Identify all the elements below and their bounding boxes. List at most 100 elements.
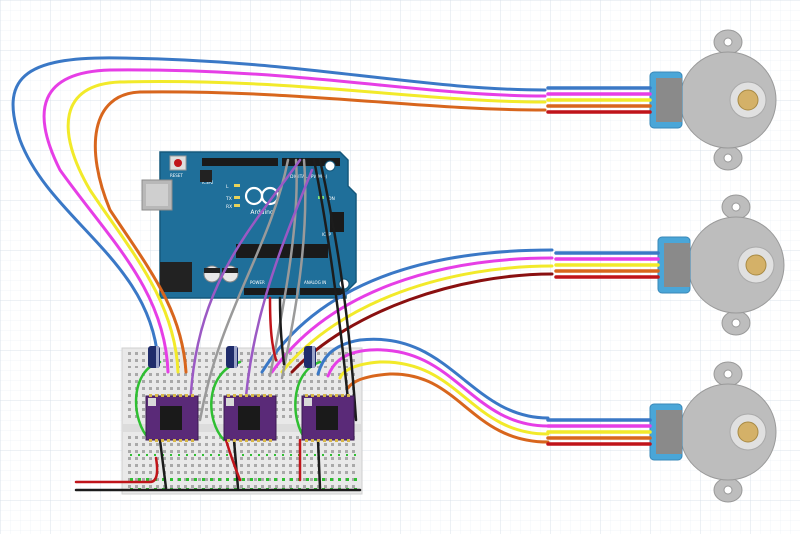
stepper-motor [649, 29, 777, 171]
driver-pin [317, 394, 320, 397]
driver-pin [347, 394, 350, 397]
wire-pink [42, 68, 547, 374]
rail-hole [218, 454, 220, 456]
driver-pin [329, 439, 332, 442]
reset-label: RESET [170, 173, 183, 178]
driver-pin [173, 439, 176, 442]
wire-darkred [290, 272, 554, 374]
wire-yellow [66, 80, 547, 374]
rail-hole [338, 454, 340, 456]
driver-pin [239, 394, 242, 397]
rail-hole [314, 454, 316, 456]
wire-blue [260, 248, 554, 374]
wire-yellow [280, 264, 554, 374]
driver-pin [269, 439, 272, 442]
motor-connector-housing [656, 78, 682, 122]
driver-pin [179, 394, 182, 397]
rail-hole [226, 454, 228, 456]
on-label: ON [328, 196, 335, 202]
driver-pot [226, 398, 234, 406]
mounting-hole [731, 318, 741, 328]
rail-hole [306, 478, 309, 481]
power-label: POWER [250, 280, 265, 285]
driver-pin [155, 394, 158, 397]
driver-pin [161, 439, 164, 442]
stepper-motor [657, 194, 785, 336]
power-header [244, 288, 296, 295]
driver-pin [251, 439, 254, 442]
rail-hole [210, 478, 213, 481]
driver-pot [304, 398, 312, 406]
driver-pin [227, 439, 230, 442]
rail-hole [266, 454, 268, 456]
capacitor-stripe [234, 346, 237, 368]
rail-hole [322, 478, 325, 481]
driver-pin [167, 439, 170, 442]
stepper-driver [223, 346, 277, 442]
driver-pot [148, 398, 156, 406]
rail-hole [186, 478, 189, 481]
wire-pink [326, 348, 550, 428]
driver-pin [251, 394, 254, 397]
motor-connector-housing [664, 243, 690, 287]
digital-header-left [202, 158, 278, 166]
rail-hole [250, 454, 252, 456]
rail-hole [258, 454, 260, 456]
driver-pin [341, 439, 344, 442]
capacitor-stripe [156, 346, 159, 368]
wire-blue [11, 56, 547, 362]
rail-hole [194, 454, 196, 456]
mounting-hole [723, 369, 733, 379]
rail-hole [146, 454, 148, 456]
usb-chip [200, 170, 212, 182]
wire-purple [242, 168, 314, 422]
driver-pin [149, 394, 152, 397]
driver-pin [263, 439, 266, 442]
wires [11, 56, 660, 492]
rail-hole [354, 454, 356, 456]
wire-red [74, 456, 159, 484]
rail-hole [162, 478, 165, 481]
driver-pin [155, 439, 158, 442]
driver-pin [185, 394, 188, 397]
capacitor-stripe [312, 346, 315, 368]
rail-hole [346, 478, 349, 481]
motor-shaft [745, 254, 767, 276]
wire-gray [268, 158, 298, 378]
rail-hole [242, 454, 244, 456]
mounting-hole [723, 485, 733, 495]
rail-hole [242, 478, 245, 481]
mounting-hole [723, 153, 733, 163]
rail-hole [306, 454, 308, 456]
stepper-motor [649, 361, 777, 503]
driver-pin [311, 394, 314, 397]
stepper-drivers [145, 346, 355, 442]
rail-hole [138, 454, 140, 456]
stepper-driver [145, 346, 199, 442]
driver-pin [227, 394, 230, 397]
driver-chip [238, 406, 260, 430]
wire-black [312, 158, 350, 402]
driver-pin [335, 394, 338, 397]
rail-hole [258, 478, 261, 481]
driver-pin [161, 394, 164, 397]
rail-hole [130, 454, 132, 456]
rail-hole [226, 478, 229, 481]
analog-label: ANALOG IN [304, 280, 326, 285]
rail-hole [186, 454, 188, 456]
driver-pin [245, 394, 248, 397]
led-label-tx: TX [225, 196, 232, 202]
driver-pin [341, 394, 344, 397]
wire-black [232, 438, 240, 490]
rail-hole [170, 454, 172, 456]
driver-pin [233, 439, 236, 442]
rail-hole [178, 454, 180, 456]
rail-hole [266, 478, 269, 481]
wire-orange [93, 90, 547, 374]
driver-pin [347, 439, 350, 442]
rail-hole [330, 478, 333, 481]
rail-hole [218, 478, 221, 481]
rail-hole [138, 478, 141, 481]
driver-pin [185, 439, 188, 442]
